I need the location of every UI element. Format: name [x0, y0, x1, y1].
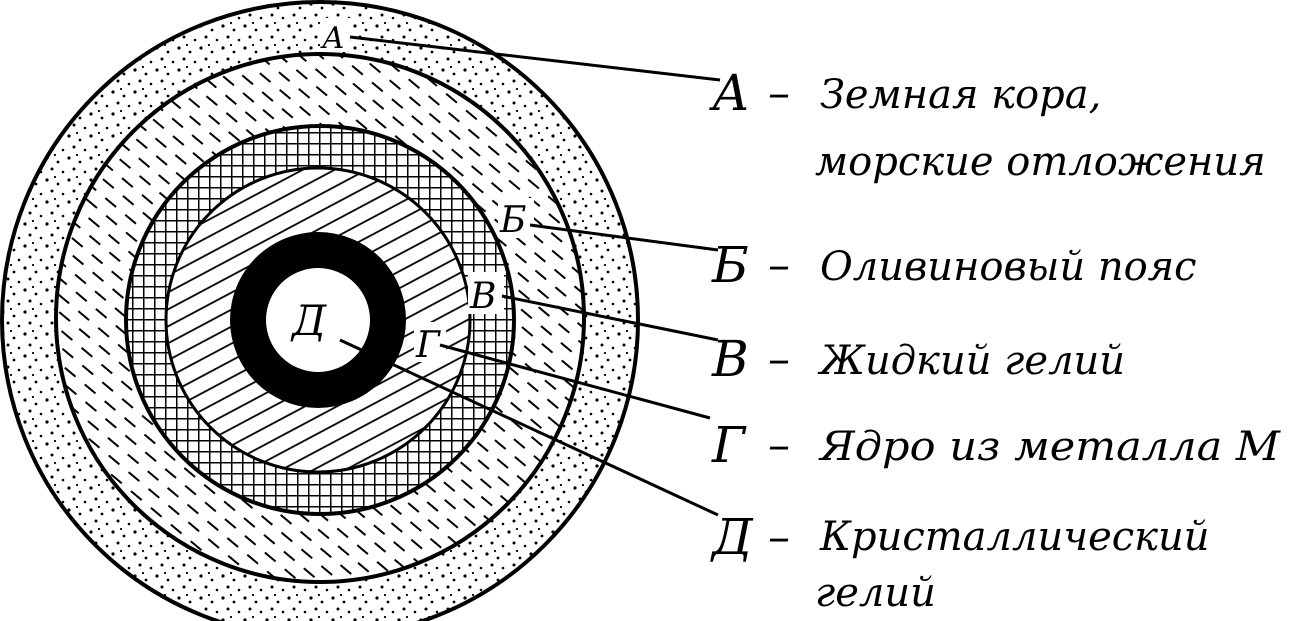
- legend-desc-a-line1: Земная кора,: [820, 72, 1101, 118]
- legend-letter-v: В: [711, 330, 749, 388]
- legend-desc-b: Оливиновый пояс: [820, 244, 1197, 290]
- legend-letter-g: Г: [711, 416, 747, 474]
- legend-letter-d: Д: [710, 508, 754, 566]
- diagram-letter-d: Д: [290, 296, 327, 345]
- legend: А – Земная кора, морские отложения Б – О…: [709, 64, 1281, 616]
- legend-letter-a: А: [709, 64, 750, 122]
- legend-letter-b: Б: [711, 236, 749, 294]
- diagram-letter-g: Г: [415, 325, 441, 366]
- legend-desc-v: Жидкий гелий: [817, 338, 1125, 384]
- legend-dash-d: –: [768, 512, 790, 563]
- diagram-letter-b: Б: [499, 200, 526, 241]
- diagram-letter-a: А: [320, 21, 345, 56]
- legend-desc-g: Ядро из металла М: [818, 424, 1281, 470]
- legend-dash-v: –: [768, 334, 790, 385]
- legend-dash-g: –: [768, 420, 790, 471]
- legend-desc-d-line1: Кристаллический: [819, 514, 1210, 560]
- legend-dash-a: –: [768, 68, 790, 119]
- legend-dash-b: –: [768, 240, 790, 291]
- diagram-letter-v: В: [469, 276, 496, 317]
- legend-desc-a-line2: морские отложения: [815, 139, 1266, 185]
- legend-desc-d-line2: гелий: [815, 570, 936, 616]
